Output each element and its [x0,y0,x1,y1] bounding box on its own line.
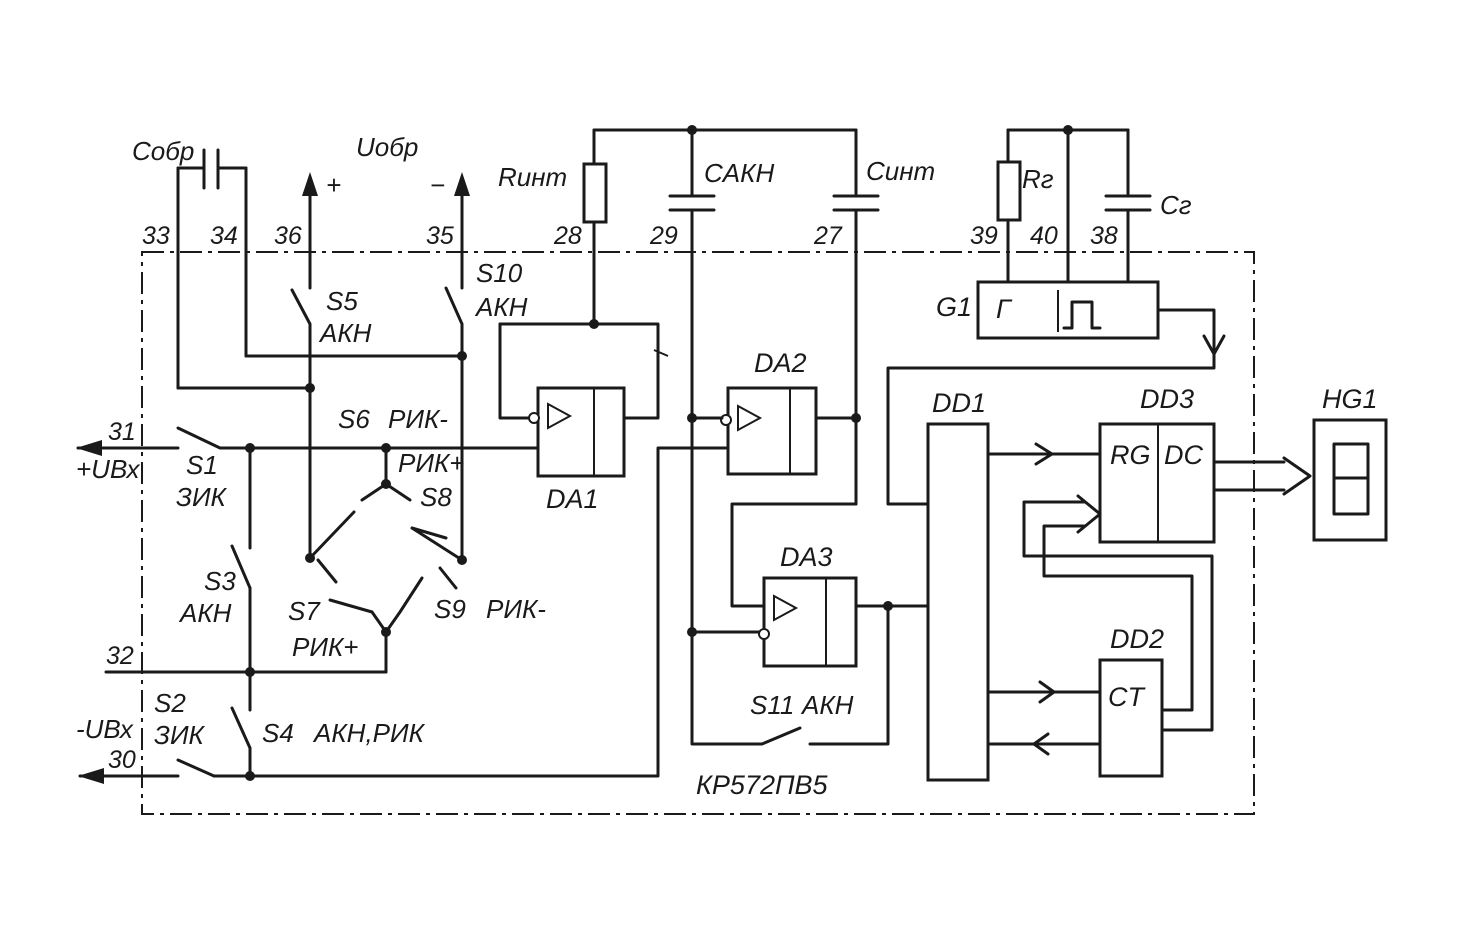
control-logic-dd1 [886,352,1216,782]
label-s7: S7 [288,596,321,626]
label-g1-gen: Г [996,294,1013,324]
label-chip: КР572ПВ5 [696,770,829,800]
label-da2: DA2 [754,348,807,378]
pin-35: 35 [426,222,454,250]
pin-29: 29 [649,222,678,250]
register-dd3 [986,422,1312,544]
input-wiring [76,426,728,784]
label-s4: S4 [262,718,294,748]
label-s5-mode: АКН [318,318,372,348]
label-s2-mode: ЗИК [154,720,206,750]
label-hg1: HG1 [1322,384,1378,414]
label-s10: S10 [476,258,523,288]
pin-33: 33 [142,222,170,250]
label-s1: S1 [186,450,218,480]
label-s11: S11 [750,690,794,720]
label-s8-mode: РИК+ [398,448,464,478]
label-s6: S6 [338,404,370,434]
label-dd1: DD1 [932,388,986,418]
label-r-g: Rг [1022,164,1054,194]
pin-30: 30 [108,746,136,774]
pin-38: 38 [1090,222,1118,250]
op-amp-da3 [687,502,930,746]
counter-dd2 [986,494,1214,778]
label-s10-mode: АКН [474,292,528,322]
label-minus: − [430,170,445,200]
label-dd3: DD3 [1140,384,1194,414]
pin-32: 32 [106,642,134,670]
pin-39: 39 [970,222,998,250]
label-g1: G1 [936,292,972,322]
label-c-int: Cинт [866,156,935,186]
label-in-plus: +UВх [76,454,140,484]
label-u-obr: Uобр [356,132,418,162]
pin-36: 36 [274,222,302,250]
label-s3: S3 [204,566,236,596]
op-amp-da1 [498,319,669,478]
pin-40: 40 [1030,222,1058,250]
display-hg1 [1312,418,1388,542]
pin-34: 34 [210,222,238,250]
label-s4-mode: АКН,РИК [312,718,426,748]
label-s6-mode: РИК- [388,404,448,434]
label-s2: S2 [154,688,186,718]
capacitor-c-obr [176,148,248,390]
label-da3: DA3 [780,542,833,572]
label-s7-mode: РИК+ [292,632,358,662]
label-s9: S9 [434,594,466,624]
label-s8: S8 [420,482,452,512]
label-dc: DC [1164,440,1203,470]
pin-27: 27 [813,222,843,250]
pin-31: 31 [108,418,136,446]
label-s5: S5 [326,286,358,316]
label-c-akn: CАКН [704,158,774,188]
u-obr-terminals [302,172,470,290]
label-c-g: Cг [1160,190,1192,220]
label-c-obr: Cобр [132,136,194,166]
generator-rc [996,125,1152,284]
label-ct: CT [1108,682,1146,712]
label-plus: + [326,170,341,200]
label-s9-mode: РИК- [486,594,546,624]
label-rg: RG [1110,440,1151,470]
label-s3-mode: АКН [178,598,232,628]
label-s11-mode: АКН [800,690,854,720]
label-r-int: Rинт [498,162,567,192]
integrator-net [582,125,880,634]
label-s1-mode: ЗИК [176,482,228,512]
label-in-minus: -UВх [76,714,134,744]
label-dd2: DD2 [1110,624,1164,654]
reference-switch-bridge [176,286,467,674]
op-amp-da2 [687,386,861,476]
label-da1: DA1 [546,484,599,514]
pin-28: 28 [553,222,582,250]
generator-g1 [976,280,1226,356]
